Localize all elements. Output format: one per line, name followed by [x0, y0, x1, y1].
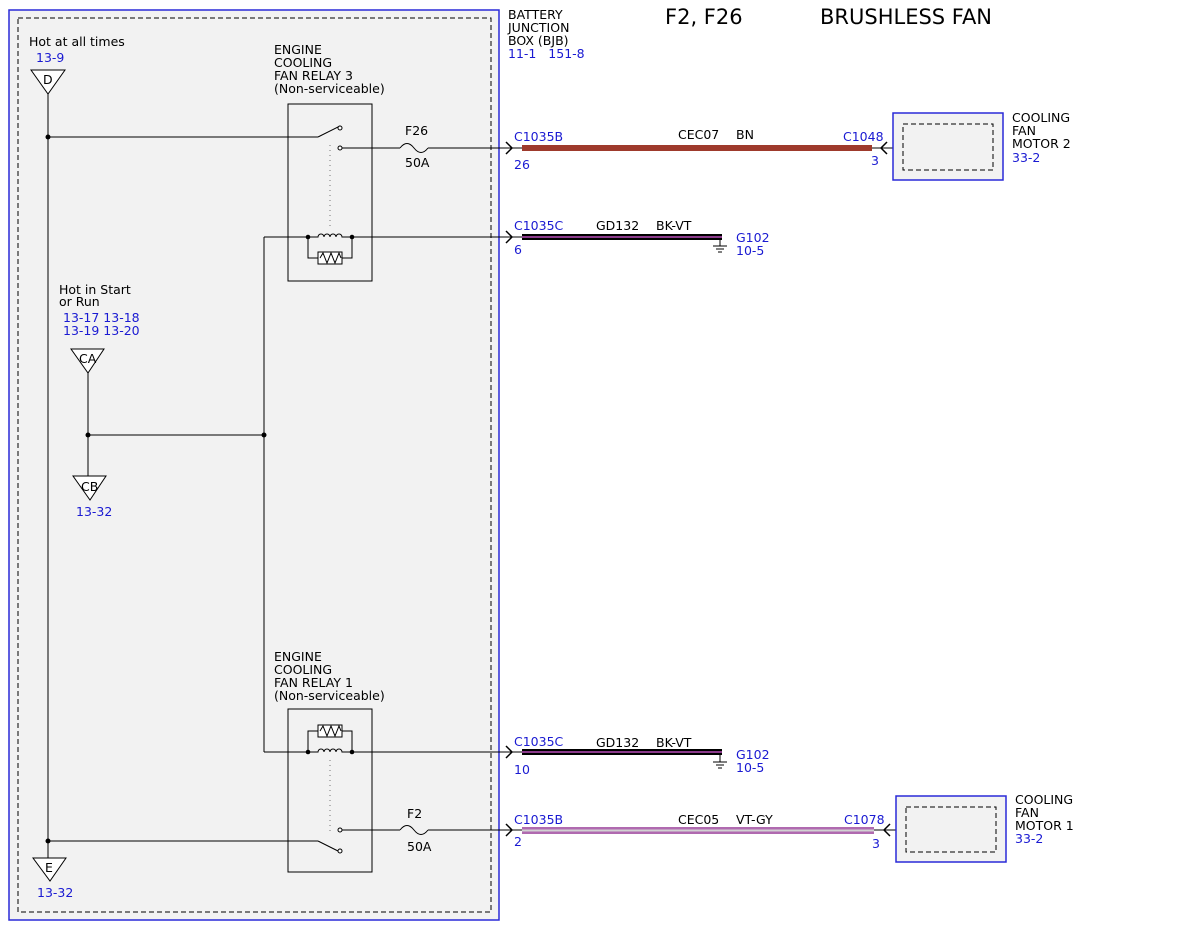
motor2-connector-arrow — [879, 141, 888, 155]
wire-gd132-bottom-circuit: GD132 — [596, 735, 639, 750]
wire-cec07-connector[interactable]: C1035B — [514, 129, 563, 144]
node-e-label: E — [45, 860, 53, 875]
wire-cec05-end-connector[interactable]: C1078 — [844, 812, 885, 827]
bjb-box — [8, 9, 500, 921]
fuse-f2-rating: 50A — [407, 839, 432, 854]
relay3-coil — [308, 233, 352, 238]
wire-cec07-end-connector[interactable]: C1048 — [843, 129, 884, 144]
wire-gd132-bottom-connector[interactable]: C1035C — [514, 734, 564, 749]
wire-cec07-circuit: CEC07 — [678, 127, 719, 142]
relay1-coil — [308, 748, 352, 753]
relay1-contact-no — [337, 827, 343, 833]
ground-g102-bottom-name[interactable]: G102 — [736, 747, 770, 762]
bjb-label-2: JUNCTION — [507, 20, 569, 35]
node-cb-triangle — [72, 475, 107, 501]
motor1-label-1: COOLING — [1015, 792, 1073, 807]
wire-cec05-end-pin: 3 — [872, 836, 880, 851]
wire-cec07-pin: 26 — [514, 157, 530, 172]
motor1-label-3: MOTOR 1 — [1015, 818, 1074, 833]
node-ca-label: CA — [79, 351, 97, 366]
wire-cec05-color: VT-GY — [736, 812, 773, 827]
relay3-resistor-zigzag — [319, 251, 342, 265]
wire-cec05-connector[interactable]: C1035B — [514, 812, 563, 827]
relay1-contact-nc — [337, 848, 343, 854]
ground-g102-top-name[interactable]: G102 — [736, 230, 770, 245]
wire-cec07-end-pin: 3 — [871, 153, 879, 168]
system-title: BRUSHLESS FAN — [820, 5, 992, 29]
hot-start-refs-1[interactable]: 13-17 13-18 — [63, 310, 140, 325]
fuse-f2-symbol — [399, 825, 429, 835]
node-e-triangle — [32, 857, 67, 882]
relay3-label-3: FAN RELAY 3 — [274, 68, 353, 83]
hot-start-label-2: or Run — [59, 294, 100, 309]
motor2-label-3: MOTOR 2 — [1012, 136, 1071, 151]
relay1-coil-term-a — [305, 749, 311, 755]
relay1-label-4: (Non-serviceable) — [274, 688, 385, 703]
bjb-label-1: BATTERY — [508, 7, 563, 22]
wire-gd132-bottom-color: BK-VT — [656, 735, 692, 750]
bjb-inner-dashed — [17, 17, 492, 913]
fuse-f2-name: F2 — [407, 806, 422, 821]
fuse-f26-symbol — [399, 143, 429, 153]
relay3-label-1: ENGINE — [274, 42, 322, 57]
wire-cec07-insulation — [522, 145, 872, 151]
fuse-f26-name: F26 — [405, 123, 428, 138]
relay3-label-4: (Non-serviceable) — [274, 81, 385, 96]
ground-g102-bottom-ref[interactable]: 10-5 — [736, 760, 764, 775]
motor2-ref[interactable]: 33-2 — [1012, 150, 1040, 165]
relay3-box — [287, 103, 373, 282]
motor1-ref[interactable]: 33-2 — [1015, 831, 1043, 846]
fuse-f26-rating: 50A — [405, 155, 430, 170]
wire-gd132-top-stripe — [522, 236, 722, 238]
motor1-connector-arrow — [882, 823, 891, 837]
relay3-label-2: COOLING — [274, 55, 332, 70]
circuit-title: F2, F26 — [665, 5, 743, 29]
node-e-ref[interactable]: 13-32 — [37, 885, 73, 900]
relay1-label-3: FAN RELAY 1 — [274, 675, 353, 690]
node-d-triangle — [30, 69, 66, 95]
wire-gd132-top-pin: 6 — [514, 242, 522, 257]
hot-always-ref[interactable]: 13-9 — [36, 50, 64, 65]
relay1-resistor-zigzag — [319, 724, 342, 738]
node-ca-triangle — [70, 348, 105, 374]
ground-g102-top-ref[interactable]: 10-5 — [736, 243, 764, 258]
wire-cec05-circuit: CEC05 — [678, 812, 719, 827]
motor2-label-2: FAN — [1012, 123, 1036, 138]
node-cb-label: CB — [81, 479, 98, 494]
wire-gd132-top-connector[interactable]: C1035C — [514, 218, 564, 233]
wire-cec05-pin: 2 — [514, 834, 522, 849]
hot-always-label: Hot at all times — [29, 34, 125, 49]
wire-gd132-top-circuit: GD132 — [596, 218, 639, 233]
hot-start-label-1: Hot in Start — [59, 282, 131, 297]
motor1-label-2: FAN — [1015, 805, 1039, 820]
wire-cec07-color: BN — [736, 127, 754, 142]
relay3-switch-arm — [317, 125, 341, 138]
motor2-inner-dashed — [902, 123, 994, 171]
relay3-contact-no — [337, 145, 343, 151]
wire-gd132-bottom-pin: 10 — [514, 762, 530, 777]
motor2-label-1: COOLING — [1012, 110, 1070, 125]
relay1-label-1: ENGINE — [274, 649, 322, 664]
hot-start-refs-2[interactable]: 13-19 13-20 — [63, 323, 140, 338]
node-d-label: D — [43, 72, 53, 87]
relay1-box — [287, 708, 373, 873]
node-cb-ref[interactable]: 13-32 — [76, 504, 112, 519]
wire-cec05-stripe — [522, 829, 874, 832]
wire-gd132-top-color: BK-VT — [656, 218, 692, 233]
bjb-refs[interactable]: 11-1 151-8 — [508, 46, 585, 61]
wire-gd132-bottom-stripe — [522, 751, 722, 753]
relay1-switch-arm — [317, 840, 341, 853]
relay3-contact-nc — [337, 125, 343, 131]
relay1-label-2: COOLING — [274, 662, 332, 677]
wire-cec07[interactable] — [522, 145, 872, 151]
bjb-label-3: BOX (BJB) — [508, 33, 569, 48]
motor1-inner-dashed — [905, 806, 997, 853]
